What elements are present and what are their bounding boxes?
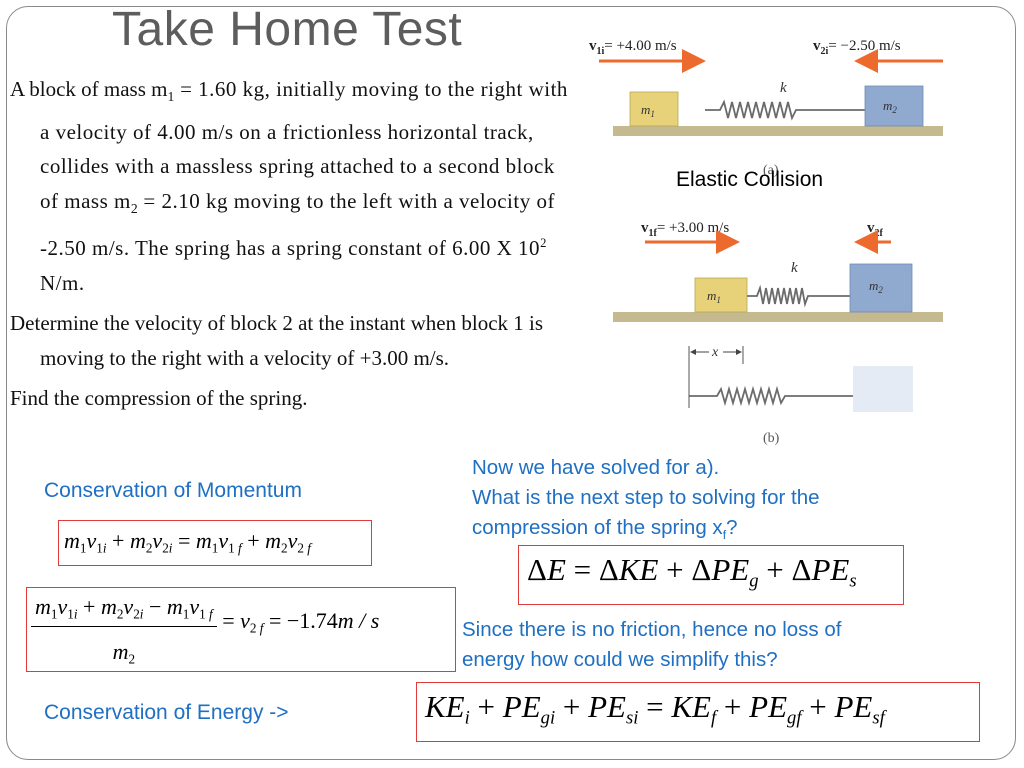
problem-text: = 2.10 kg moving to the left with a velo… [40, 188, 555, 261]
energy-conservation-equation: KEi + PEgi + PEsi = KEf + PEgf + PEsf [425, 689, 885, 729]
spring-constant-label-a: k [780, 80, 787, 96]
v1i-vector-label: v1i= +4.00 m/s [589, 38, 677, 57]
block-m2-a-label: m2 [883, 98, 897, 115]
compression-label-bg [709, 342, 723, 358]
next-step-line-2: What is the next step to solving for the [472, 486, 820, 509]
next-step-text: ? [726, 516, 738, 539]
block-m1-a-label: m1 [641, 102, 655, 119]
block-m2-a [864, 85, 924, 127]
friction-line-1: Since there is no friction, hence no los… [462, 618, 842, 641]
next-step-line-3: compression of the spring xf? [472, 513, 820, 550]
next-step-note: Now we have solved for a). What is the n… [472, 453, 820, 550]
subscript: 1 [167, 89, 175, 105]
panel-a-label: (a) [763, 163, 779, 178]
velocity-solution-equation: m1v1i + m2v2i − m1v1 f m2 = v2 f = −1.74… [31, 594, 379, 667]
block-m1-b-label: m1 [707, 288, 721, 305]
spring-a [705, 99, 865, 121]
block-m2-b-label: m2 [869, 278, 883, 295]
slide-title: Take Home Test [112, 3, 463, 56]
next-step-text: compression of the spring x [472, 516, 723, 539]
block-m1-b [694, 277, 748, 313]
problem-text: N/m. [40, 270, 85, 295]
momentum-equation: m1v1i + m2v2i = m1v1 f + m2v2 f [64, 528, 311, 556]
v2i-vector-label: v2i= −2.50 m/s [813, 38, 901, 57]
velocity-solution-box: m1v1i + m2v2i − m1v1 f m2 = v2 f = −1.74… [26, 587, 456, 672]
problem-paragraph-2: Determine the velocity of block 2 at the… [10, 311, 544, 370]
velocity-result-unit: m / s [337, 608, 380, 634]
v2f-vector-label: v2f [867, 220, 884, 239]
energy-change-equation: ΔE = ΔKE + ΔPEg + ΔPEs [527, 552, 857, 592]
friction-line-2: energy how could we simplify this? [462, 648, 778, 671]
momentum-equation-box: m1v1i + m2v2i = m1v1 f + m2v2 f [58, 520, 372, 566]
energy-change-equation-box: ΔE = ΔKE + ΔPEg + ΔPEs [518, 545, 904, 605]
energy-label: Conservation of Energy -> [44, 701, 289, 724]
problem-paragraph-1: A block of mass m1 = 1.60 kg, initially … [10, 72, 570, 300]
spring-relaxed [689, 385, 855, 407]
block-m1-a [629, 91, 679, 127]
collision-figure: v1i= +4.00 m/s v2i= −2.50 m/s m1 k m2 (a… [589, 38, 943, 446]
figure-caption: Elastic Collision [676, 168, 824, 191]
problem-paragraph-3: Find the compression of the spring. [10, 386, 308, 411]
spring-constant-label-b: k [791, 260, 798, 276]
subscript: 2 [130, 200, 138, 216]
problem-statement: A block of mass m1 = 1.60 kg, initially … [10, 72, 570, 422]
superscript: 2 [540, 236, 547, 251]
spring-b [747, 284, 850, 308]
ghost-block-m2 [853, 366, 913, 412]
ground-a [613, 126, 943, 136]
velocity-result-value: −1.74 [286, 608, 338, 634]
ground-b [613, 312, 943, 322]
velocity-fraction: m1v1i + m2v2i − m1v1 f m2 [31, 594, 217, 667]
friction-note: Since there is no friction, hence no los… [462, 615, 841, 675]
next-step-line-1: Now we have solved for a). [472, 456, 720, 479]
block-m2-b [849, 263, 913, 313]
momentum-label: Conservation of Momentum [44, 479, 302, 502]
problem-text: = 1.60 kg, initially moving to the right… [40, 77, 568, 213]
v1f-vector-label: v1f= +3.00 m/s [641, 220, 729, 239]
energy-conservation-equation-box: KEi + PEgi + PEsi = KEf + PEgf + PEsf [416, 682, 980, 742]
panel-b-label: (b) [763, 431, 780, 446]
compression-label: x [711, 345, 719, 360]
problem-text: A block of mass m [10, 77, 168, 101]
slide-frame [6, 6, 1016, 760]
subscript: f [722, 528, 727, 543]
